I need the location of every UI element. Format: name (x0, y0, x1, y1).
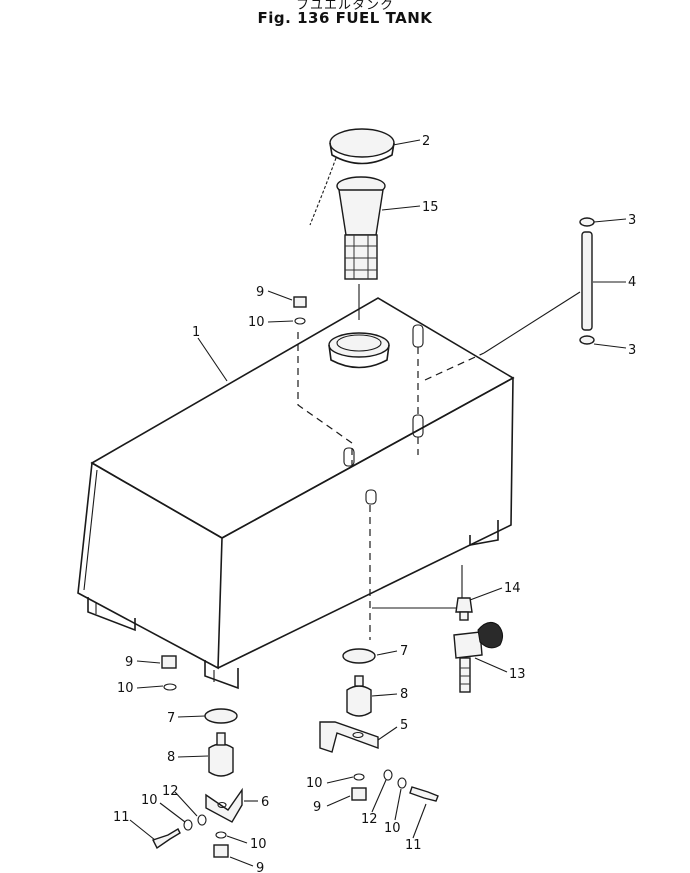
small-hardware (152, 296, 439, 858)
callout-10: 10 (248, 315, 265, 330)
callout-10: 10 (384, 821, 401, 836)
callout-7: 7 (167, 711, 175, 726)
callout-9: 9 (256, 861, 264, 873)
callout-5: 5 (400, 718, 408, 733)
callout-10: 10 (141, 793, 158, 808)
callout-2: 2 (422, 134, 430, 149)
callout-9: 9 (256, 285, 264, 300)
callout-4: 4 (628, 275, 636, 290)
mount-right (319, 648, 379, 753)
figure-title: Fig. 136 FUEL TANK (257, 9, 433, 27)
callout-10: 10 (250, 837, 267, 852)
filler-cap (309, 128, 395, 226)
strainer (336, 176, 386, 280)
callout-11: 11 (405, 838, 422, 853)
callout-3: 3 (628, 343, 636, 358)
callout-7: 7 (400, 644, 408, 659)
callout-8: 8 (167, 750, 175, 765)
callout-15: 15 (422, 200, 439, 215)
fuel-tank-body (77, 297, 515, 690)
level-gauge-assembly (579, 217, 595, 345)
callout-9: 9 (313, 800, 321, 815)
callout-14: 14 (504, 581, 521, 596)
callout-10: 10 (306, 776, 323, 791)
callout-9: 9 (125, 655, 133, 670)
callout-11: 11 (113, 810, 130, 825)
callout-labels: 2 15 3 4 3 9 10 1 14 13 7 8 5 9 10 7 8 1… (113, 134, 636, 873)
callout-1: 1 (192, 325, 200, 340)
callout-8: 8 (400, 687, 408, 702)
callout-12: 12 (361, 812, 378, 827)
mount-left (204, 708, 243, 823)
callout-10: 10 (117, 681, 134, 696)
leader-lines (129, 139, 627, 867)
callout-12: 12 (162, 784, 179, 799)
callout-13: 13 (509, 667, 526, 682)
callout-3: 3 (628, 213, 636, 228)
drain-valve (453, 597, 504, 693)
callout-6: 6 (261, 795, 269, 810)
japanese-title: フユエルタンク (295, 0, 394, 13)
